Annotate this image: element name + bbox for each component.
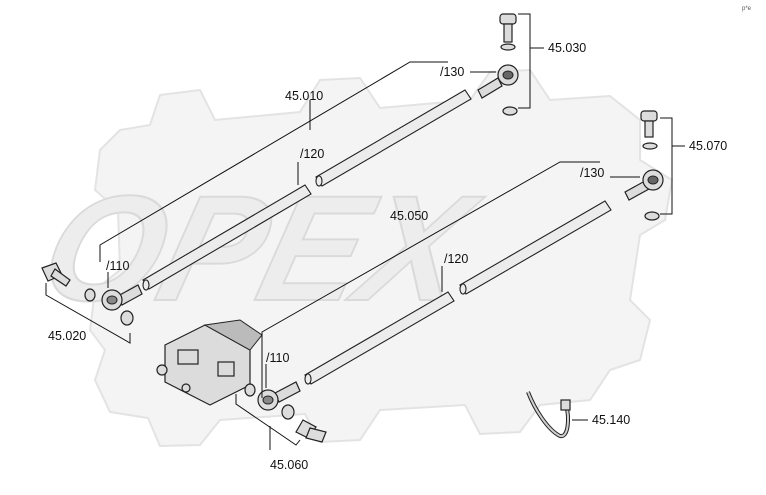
bolt-45-020 (41, 262, 134, 326)
label-45-140: 45.140 (592, 413, 630, 427)
label-45-030: 45.030 (548, 41, 586, 55)
lower-rod-joint (459, 283, 467, 295)
label-45-010: 45.010 (285, 89, 323, 103)
corner-mark: p*e (742, 6, 752, 12)
label-120-lower: /120 (444, 252, 468, 266)
banjo-fitting-130-lower (624, 169, 664, 201)
upper-rod-assembly (101, 13, 519, 311)
label-110-lower: /110 (266, 351, 289, 365)
bolt-45-070 (640, 110, 660, 221)
cable-tie-45-140 (526, 391, 571, 439)
label-110-upper: /110 (106, 259, 129, 273)
label-130-upper: /130 (440, 65, 464, 79)
label-120-upper: /120 (300, 147, 324, 161)
banjo-fitting-110-upper (101, 284, 143, 311)
banjo-fitting-130-upper (477, 64, 519, 99)
label-45-060: 45.060 (270, 458, 308, 472)
lower-rod-assembly (257, 110, 664, 411)
upper-rod-end (142, 279, 150, 291)
leader-lines (45, 13, 685, 450)
label-45-070: 45.070 (689, 139, 727, 153)
label-45-050: 45.050 (390, 209, 428, 223)
label-45-020: 45.020 (48, 329, 86, 343)
upper-rod-joint (315, 175, 323, 187)
bolt-45-030 (499, 13, 518, 116)
bolt-45-060 (244, 383, 327, 443)
opex-watermark: OPEX (26, 68, 674, 448)
banjo-fitting-110-lower (257, 381, 301, 411)
lower-rod-end (304, 373, 312, 385)
label-130-lower: /130 (580, 166, 604, 180)
